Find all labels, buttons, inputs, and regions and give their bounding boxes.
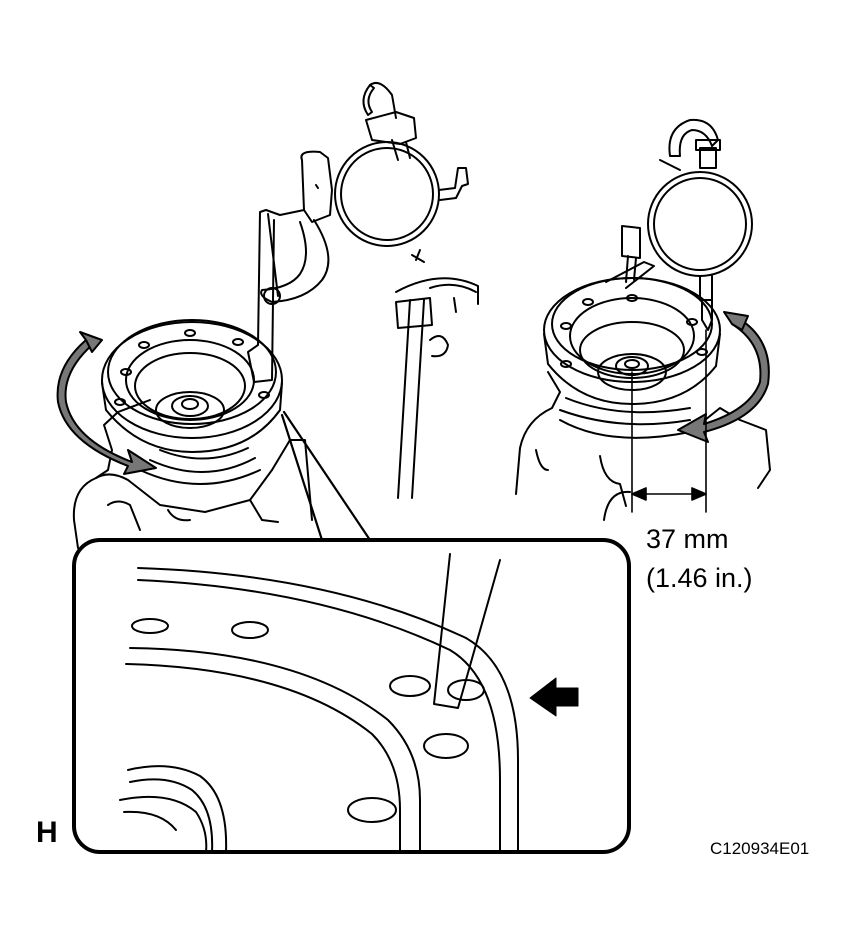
inset-hub xyxy=(127,765,228,850)
right-bolt-holes xyxy=(560,294,708,368)
right-housing xyxy=(515,371,561,495)
rotate-arrow-icon xyxy=(56,339,157,475)
rotate-arrow-icon xyxy=(677,317,770,443)
dimension-metric-label: 37 mm xyxy=(646,524,729,554)
left-dial-gauge xyxy=(247,82,479,499)
inset-flange-outer xyxy=(137,567,519,850)
callout-leader xyxy=(280,410,372,542)
right-dial-gauge xyxy=(605,118,753,331)
inset-bolt-holes xyxy=(131,618,485,823)
dimension-imperial-label: (1.46 in.) xyxy=(646,563,753,593)
arrow-right-icon xyxy=(529,677,579,717)
left-flange xyxy=(101,321,283,439)
left-dial-face xyxy=(334,141,440,247)
left-bolt-holes xyxy=(114,329,270,406)
right-assembly xyxy=(515,277,771,521)
dimension-37mm xyxy=(631,329,707,513)
right-dial-face xyxy=(647,171,753,277)
left-hub xyxy=(155,391,225,429)
left-housing xyxy=(72,399,151,549)
figure-code: C120934E01 xyxy=(710,839,809,858)
detail-inset xyxy=(72,538,631,854)
left-assembly xyxy=(56,319,313,549)
figure-letter: H xyxy=(36,816,58,849)
left-stand-pole xyxy=(397,299,425,499)
inset-probe xyxy=(433,553,501,709)
